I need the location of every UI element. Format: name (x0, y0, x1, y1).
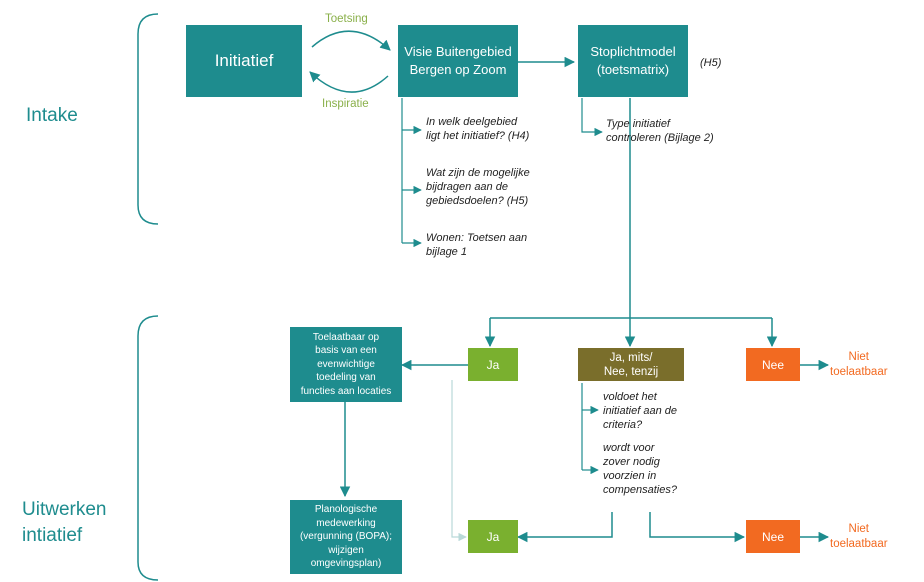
label-stoplicht-ref: (H5) (700, 57, 722, 69)
section-intake: Intake (26, 105, 78, 126)
box-ja-mits: Ja, mits/ Nee, tenzij (578, 348, 684, 381)
box-stoplicht-label: Stoplichtmodel (toetsmatrix) (590, 44, 676, 77)
faint-link-ja (451, 380, 467, 542)
arrow-to-nee2 (649, 512, 746, 543)
box-nee-1: Nee (746, 348, 800, 381)
note-voldoet: voldoet het initiatief aan de criteria? (603, 391, 677, 431)
box-stoplicht: Stoplichtmodel (toetsmatrix) (578, 25, 688, 97)
box-ja-2-label: Ja (486, 529, 500, 544)
arrow-to-ja2 (516, 512, 613, 543)
box-ja-mits-label: Ja, mits/ Nee, tenzij (603, 351, 659, 378)
arrow-type (581, 98, 603, 137)
note-bijdragen: Wat zijn de mogelijke bijdragen aan de g… (426, 167, 530, 207)
label-toetsing: Toetsing (325, 13, 368, 25)
box-initiatief: Initiatief (186, 25, 302, 97)
box-nee-1-label: Nee (761, 357, 784, 372)
box-ja-2: Ja (468, 520, 518, 553)
section-uitwerken: Uitwerken intiatief (22, 499, 107, 546)
label-niet-toelaatbaar-2: Niet toelaatbaar (830, 523, 888, 550)
label-niet-toelaatbaar-1: Niet toelaatbaar (830, 351, 888, 378)
box-visie: Visie Buitengebied Bergen op Zoom (398, 25, 518, 97)
box-toelaatbaar: Toelaatbaar op basis van een evenwichtig… (290, 327, 402, 402)
note-wonen: Wonen: Toetsen aan bijlage 1 (426, 232, 528, 258)
cycle-arrow-inspiratie (309, 71, 389, 93)
note-deelgebied: In welk deelgebied ligt het initiatief? … (426, 116, 530, 142)
note-type: Type initiatief controleren (Bijlage 2) (606, 118, 714, 144)
box-nee-2: Nee (746, 520, 800, 553)
box-ja-1-label: Ja (486, 357, 500, 372)
box-initiatief-label: Initiatief (214, 51, 274, 70)
box-toelaatbaar-label: Toelaatbaar op basis van een evenwichtig… (300, 331, 392, 397)
cycle-arrow-toetsing (311, 30, 391, 51)
box-visie-label: Visie Buitengebied Bergen op Zoom (404, 44, 512, 77)
brace-uitwerken (137, 315, 159, 581)
brace-intake (137, 13, 159, 225)
box-nee-2-label: Nee (761, 529, 784, 544)
box-ja-1: Ja (468, 348, 518, 381)
note-compensaties: wordt voor zover nodig voorzien in compe… (603, 442, 677, 496)
box-planologische-label: Planologische medewerking (vergunning (B… (299, 504, 393, 570)
label-inspiratie: Inspiratie (322, 98, 369, 110)
box-planologische: Planologische medewerking (vergunning (B… (290, 500, 402, 574)
